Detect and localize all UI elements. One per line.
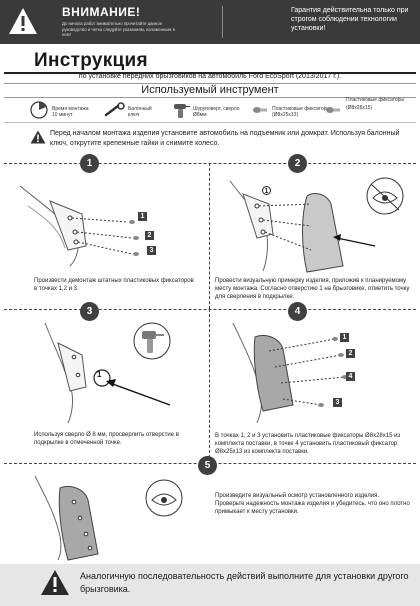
page-subtitle: по установке передних брызговиков на авт…	[78, 73, 342, 80]
step-number: 1	[80, 154, 99, 173]
step1-caption: Произвести демонтаж штатных пластиковых …	[34, 278, 194, 292]
step2-caption: Провести визуальную примерку изделия, пр…	[215, 278, 410, 300]
marker-badge: 3	[333, 398, 342, 407]
step5-illustration	[34, 475, 183, 561]
step2-illustration	[229, 177, 404, 273]
drill-icon	[174, 104, 190, 118]
marker-badge: 1	[138, 212, 147, 221]
caution-text: Перед началом монтажа изделия установите…	[50, 130, 400, 147]
step3-caption: Используя сверло Ø 8 мм, просверлить отв…	[34, 432, 179, 446]
marker-badge: 1	[97, 370, 102, 379]
marker-badge: 3	[147, 246, 156, 255]
tools-divider-top	[4, 83, 416, 84]
wrench-icon	[104, 102, 125, 117]
step-number: 5	[198, 456, 217, 475]
footer-text: Аналогичную последовательность действий …	[80, 571, 409, 594]
footer-bar	[0, 564, 420, 606]
tool-label-clip-small: Пластиковые фиксаторы (Ø8х25х13)	[272, 106, 331, 118]
warning-icon	[9, 8, 37, 34]
step4-caption: В точках 1, 2 и 3 установить пластиковые…	[215, 433, 401, 455]
clip-icon	[253, 107, 267, 113]
clock-icon	[30, 101, 48, 119]
step4-illustration	[232, 322, 348, 424]
marker-badge: 1	[340, 333, 349, 342]
warning-icon	[41, 570, 69, 595]
banner-subtitle: До начала работ внимательно прочитайте д…	[62, 21, 175, 37]
tool-label-drill: Шуруповерт, сверло Ø8мм	[193, 106, 240, 118]
banner-title: ВНИМАНИЕ!	[62, 5, 141, 19]
tools-heading: Используемый инструмент	[141, 84, 279, 96]
step-number: 3	[80, 302, 99, 321]
caution-divider	[4, 122, 416, 123]
marker-badge: 4	[346, 372, 355, 381]
marker-badge: 2	[145, 231, 154, 240]
tool-label-clip-large: Пластиковые фиксаторы (Ø8х28х15)	[346, 97, 405, 111]
step-number: 4	[288, 302, 307, 321]
banner-divider	[222, 6, 223, 38]
tools-divider-bottom	[4, 97, 416, 98]
caution-icon	[30, 130, 46, 144]
section-divider	[209, 163, 210, 309]
warning-banner: ВНИМАНИЕ! До начала работ внимательно пр…	[0, 0, 420, 44]
title-divider	[4, 72, 416, 74]
step-number: 2	[288, 154, 307, 173]
marker-badge: 2	[346, 349, 355, 358]
step1-illustration	[19, 185, 139, 267]
guarantee-note: Гарантия действительна только при строго…	[291, 7, 409, 32]
page-title: Инструкция	[34, 50, 148, 71]
clip-icon	[326, 107, 340, 113]
section-divider	[4, 163, 416, 164]
section-divider	[4, 309, 416, 310]
step3-illustration	[44, 322, 171, 424]
tool-label-wrench: Балонный ключ	[128, 106, 152, 118]
step5-caption: Произведите визуальный осмотр установлен…	[215, 493, 410, 515]
section-divider	[209, 309, 210, 463]
marker-badge: 1	[262, 186, 271, 195]
tool-label-time: Время монтажа 10 минут	[52, 106, 89, 118]
